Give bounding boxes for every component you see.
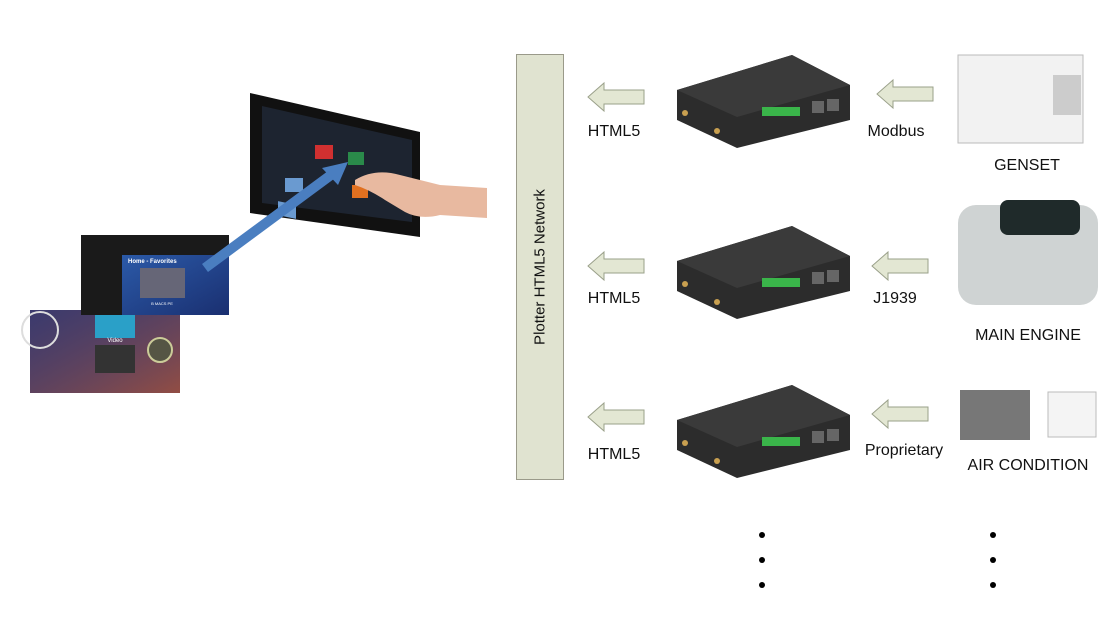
row1-equipment-label: GENSET	[994, 157, 1060, 174]
html5-arrow-icon	[587, 402, 645, 432]
gateway-device-3	[677, 385, 850, 478]
air-condition-image	[960, 390, 1097, 440]
row2-equipment-label: MAIN ENGINE	[975, 327, 1081, 344]
row2-protocol-label: J1939	[873, 290, 917, 307]
svg-text:Video: Video	[107, 338, 123, 344]
hand	[355, 172, 487, 218]
genset-image	[957, 54, 1084, 144]
ellipsis-dot	[990, 557, 996, 563]
html5-arrow-icon	[587, 82, 645, 112]
svg-text:Home - Favorites: Home - Favorites	[128, 259, 177, 265]
row3-protocol-label: Proprietary	[864, 442, 944, 459]
plotter-html5-network-bar: Plotter HTML5 Network	[516, 54, 564, 480]
plotter-illustration: Video Home - Favorites B MACS PE	[21, 93, 487, 393]
network-label: Plotter HTML5 Network	[531, 189, 549, 345]
ellipsis-dot	[759, 557, 765, 563]
html5-arrow-icon	[587, 251, 645, 281]
row1-output-label: HTML5	[587, 123, 641, 140]
gateway-rows	[587, 54, 1098, 478]
ellipsis-dot	[990, 532, 996, 538]
row1-protocol-label: Modbus	[867, 123, 925, 140]
ellipsis-dot	[759, 532, 765, 538]
j1939-arrow-icon	[871, 251, 929, 281]
ellipsis-dot	[759, 582, 765, 588]
proprietary-arrow-icon	[871, 399, 929, 429]
gateway-device-1	[677, 55, 850, 148]
ellipsis-dot	[990, 582, 996, 588]
screen-photo-middle: Home - Favorites B MACS PE	[81, 235, 229, 315]
screen-photo-bottom: Video	[21, 310, 180, 393]
blue-arrow-icon	[202, 162, 348, 273]
row3-equipment-label: AIR CONDITION	[967, 457, 1089, 474]
row3-output-label: HTML5	[587, 446, 641, 463]
modbus-arrow-icon	[876, 79, 934, 109]
row2-output-label: HTML5	[587, 290, 641, 307]
main-engine-image	[958, 200, 1098, 305]
gateway-device-2	[677, 226, 850, 319]
svg-text:B MACS PE: B MACS PE	[151, 301, 173, 306]
